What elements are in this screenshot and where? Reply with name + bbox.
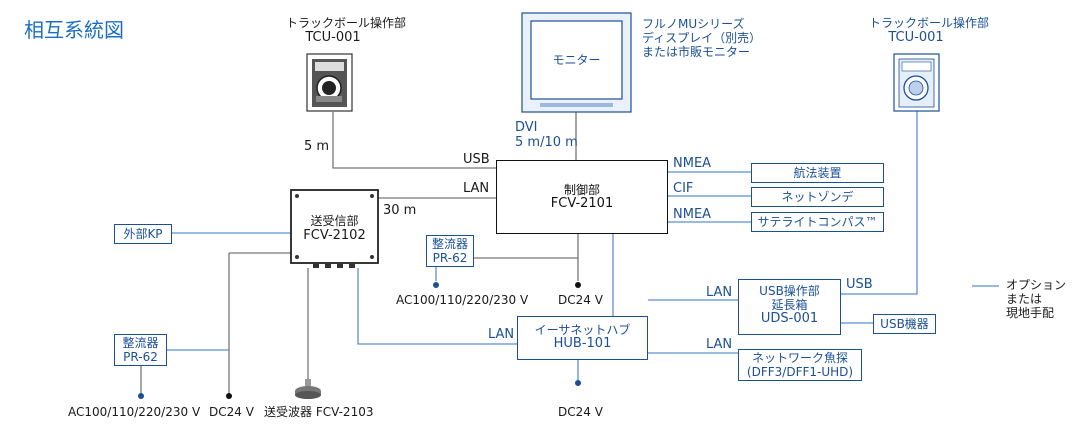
legend-line3: 現地手配	[1006, 306, 1055, 320]
dc-terminal-mid	[575, 282, 581, 288]
trackball-right-icon	[893, 53, 940, 112]
fish-lan-label: LAN	[706, 337, 733, 352]
trackball-left-icon	[306, 53, 353, 112]
ac-terminal-left	[138, 393, 144, 399]
net-sonde-label: ネットゾンデ	[781, 190, 854, 204]
cable-30m-label: 30 m	[383, 203, 417, 218]
nav-equipment-label: 航法装置	[793, 166, 842, 180]
monitor-note-3: または市販モニター	[642, 45, 751, 59]
processor-model: FCV-2101	[550, 196, 614, 211]
trackball-left-model: TCU-001	[305, 30, 361, 45]
monitor-note-1: フルノMUシリーズ	[642, 17, 745, 31]
rectifier-left-model: PR-62	[123, 350, 158, 364]
legend-line1: オプション	[1006, 278, 1067, 292]
dc-terminal-hub	[575, 380, 581, 386]
hub-model: HUB-101	[553, 336, 612, 351]
rectifier-left-box: 整流器 PR-62	[114, 334, 167, 366]
fish-finder-line1: ネットワーク魚探	[751, 351, 848, 365]
sat-compass-label: サテライトコンパス™	[757, 215, 878, 229]
rectifier-mid-name: 整流器	[431, 237, 468, 251]
dvi-label: DVI	[515, 120, 538, 135]
cable-5m-label: 5 m	[304, 139, 330, 154]
usb-right-label: USB	[846, 277, 873, 292]
transceiver-model: FCV-2102	[303, 228, 366, 243]
usb-ext-line1: USB操作部	[759, 284, 820, 298]
usb-device-box: USB機器	[873, 314, 936, 334]
processor-name: 制御部	[563, 183, 600, 197]
nmea-label-1: NMEA	[673, 156, 712, 171]
transceiver-name: 送受信部	[310, 214, 359, 228]
sat-compass-box: サテライトコンパス™	[751, 212, 884, 232]
trackball-left-name: トラックボール操作部	[286, 16, 407, 30]
usb-ext-model: UDS-001	[760, 311, 819, 326]
nav-equipment-box: 航法装置	[751, 163, 884, 183]
page-title: 相互系統図	[24, 18, 124, 42]
usb-extension-box: USB操作部 延長箱 UDS-001	[738, 279, 841, 335]
usb-main-label: USB	[463, 152, 490, 167]
usbext-lan-label: LAN	[706, 285, 733, 300]
processor-unit: 制御部 FCV-2101	[496, 160, 668, 234]
usb-ext-line2: 延長箱	[771, 298, 808, 312]
ac-left-label: AC100/110/220/230 V	[68, 405, 201, 419]
hub-lan-label: LAN	[488, 327, 515, 342]
dc-mid-label: DC24 V	[558, 293, 603, 307]
usb-right-cable	[841, 110, 918, 295]
rectifier-left-name: 整流器	[122, 336, 159, 350]
fish-finder-line2: (DFF3/DFF1-UHD)	[746, 365, 854, 379]
ethernet-hub-box: イーサネットハブ HUB-101	[517, 316, 648, 360]
external-kp-label: 外部KP	[123, 227, 163, 241]
usb-cable-trackball-left	[332, 112, 496, 169]
transceiver-hub-cable	[357, 268, 517, 345]
ac-mid-label: AC100/110/220/230 V	[396, 293, 529, 307]
usb-device-label: USB機器	[880, 317, 929, 331]
nmea-label-2: NMEA	[673, 207, 712, 222]
monitor-screen-label: モニター	[552, 53, 601, 67]
ac-terminal-mid	[433, 282, 439, 288]
cif-label: CIF	[673, 181, 694, 196]
transceiver-unit-icon	[290, 189, 379, 268]
network-fish-finder-box: ネットワーク魚探 (DFF3/DFF1-UHD)	[738, 349, 862, 381]
rectifier-mid-box: 整流器 PR-62	[426, 235, 474, 267]
transducer-icon	[295, 379, 321, 399]
transducer-label: 送受波器 FCV-2103	[264, 405, 374, 419]
dc-terminal-left	[226, 393, 232, 399]
hub-name: イーサネットハブ	[534, 323, 631, 337]
legend-line2: または	[1006, 292, 1043, 306]
trackball-right-model: TCU-001	[888, 30, 944, 45]
dc-left-label: DC24 V	[209, 405, 254, 419]
trackball-right-name: トラックボール操作部	[869, 16, 990, 30]
lan-main-label: LAN	[463, 181, 490, 196]
monitor-note-2: ディスプレイ（別売）	[642, 31, 762, 45]
dc-hub-label: DC24 V	[558, 405, 603, 419]
dvi-length-label: 5 m/10 m	[515, 135, 578, 150]
monitor-icon	[521, 12, 632, 113]
rectifier-mid-model: PR-62	[432, 251, 468, 265]
net-sonde-box: ネットゾンデ	[751, 187, 884, 207]
external-kp-box: 外部KP	[114, 224, 172, 244]
